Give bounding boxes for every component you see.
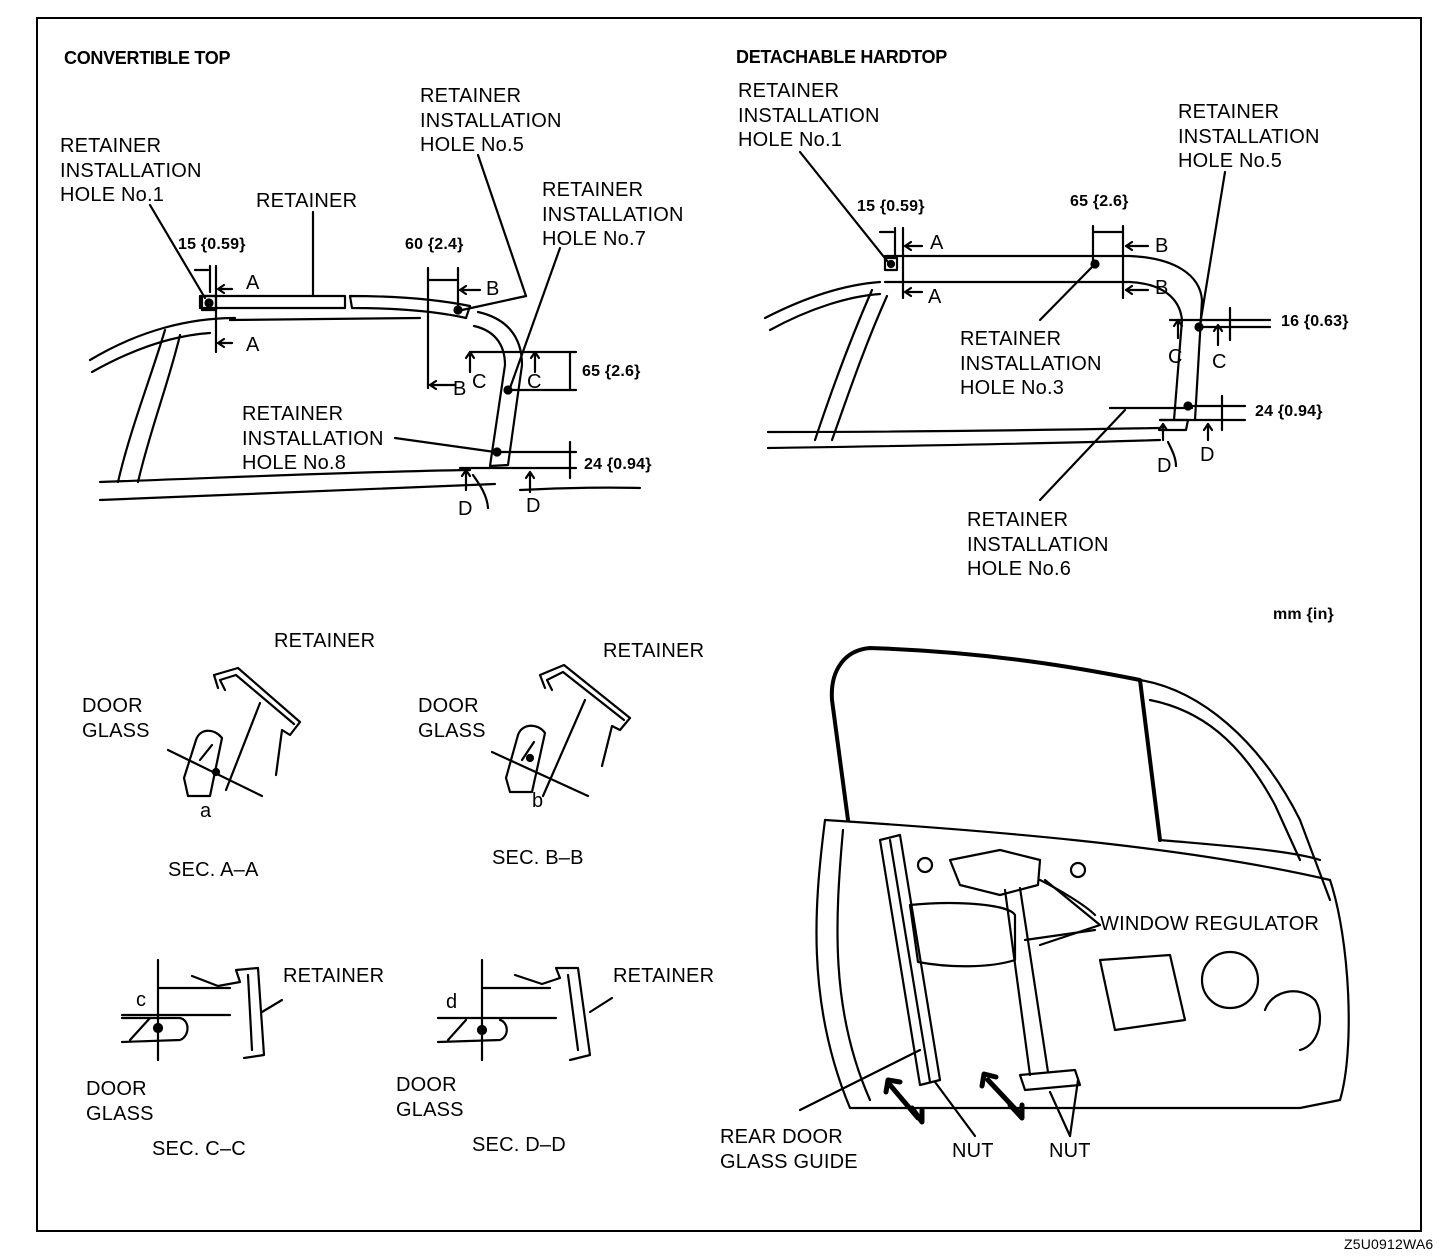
sec-dd-retainer: RETAINER <box>613 965 715 987</box>
sec-cc-dim: c <box>136 989 147 1011</box>
hard-dim-c: 16 {0.63} <box>1281 313 1349 330</box>
sec-dd-dim: d <box>446 991 458 1013</box>
figure-frame <box>36 17 1422 1232</box>
window-regulator-label: WINDOW REGULATOR <box>1100 913 1320 935</box>
sec-bb-dim: b <box>532 790 544 812</box>
section-c-c <box>120 958 284 1062</box>
units-label: mm {in} <box>1273 606 1334 623</box>
conv-dim-d: 24 {0.94} <box>584 456 652 473</box>
conv-dim-c: 65 {2.6} <box>582 363 641 380</box>
hardtop-title: DETACHABLE HARDTOP <box>736 47 947 67</box>
sec-aa-dim: a <box>200 800 212 822</box>
convertible-top-title: CONVERTIBLE TOP <box>64 48 231 68</box>
hard-dim-a: 15 {0.59} <box>857 198 925 215</box>
nut-label-right: NUT <box>1049 1140 1091 1162</box>
door-assembly-diagram <box>798 646 1350 1138</box>
conv-letter-b-bottom: B <box>453 378 467 400</box>
hard-dim-b: 65 {2.6} <box>1070 193 1129 210</box>
section-d-d <box>436 958 614 1062</box>
sec-aa-title: SEC. A–A <box>168 859 259 881</box>
hard-letter-b-bottom: B <box>1155 277 1169 299</box>
conv-dim-a: 15 {0.59} <box>178 236 246 253</box>
hard-dim-d: 24 {0.94} <box>1255 403 1323 420</box>
sec-bb-retainer: RETAINER <box>603 640 705 662</box>
sec-aa-retainer: RETAINER <box>274 630 376 652</box>
conv-letter-d-right: D <box>526 495 541 517</box>
section-a-a <box>166 666 302 798</box>
sec-bb-title: SEC. B–B <box>492 847 584 869</box>
hard-letter-d-right: D <box>1200 444 1215 466</box>
conv-letter-a-top: A <box>246 272 260 294</box>
detachable-hardtop-diagram <box>763 150 1272 502</box>
conv-dim-b: 60 {2.4} <box>405 236 464 253</box>
conv-letter-b-top: B <box>486 278 500 300</box>
hard-letter-d-left: D <box>1157 455 1172 477</box>
conv-letter-a-bottom: A <box>246 334 260 356</box>
nut-label-left: NUT <box>952 1140 994 1162</box>
section-b-b <box>490 663 632 798</box>
conv-letter-c-right: C <box>527 371 542 393</box>
sec-dd-title: SEC. D–D <box>472 1134 566 1156</box>
hard-letter-c-left: C <box>1168 346 1183 368</box>
conv-retainer-label: RETAINER <box>256 190 358 212</box>
figure-code: Z5U0912WA6 <box>1344 1236 1434 1252</box>
conv-letter-c-left: C <box>472 371 487 393</box>
sec-cc-title: SEC. C–C <box>152 1138 246 1160</box>
hard-letter-a-top: A <box>930 232 944 254</box>
convertible-top-diagram <box>88 153 642 510</box>
hard-letter-a-bottom: A <box>928 286 942 308</box>
sec-cc-retainer: RETAINER <box>283 965 385 987</box>
conv-letter-d-left: D <box>458 498 473 520</box>
hard-letter-c-right: C <box>1212 351 1227 373</box>
hard-letter-b-top: B <box>1155 235 1169 257</box>
